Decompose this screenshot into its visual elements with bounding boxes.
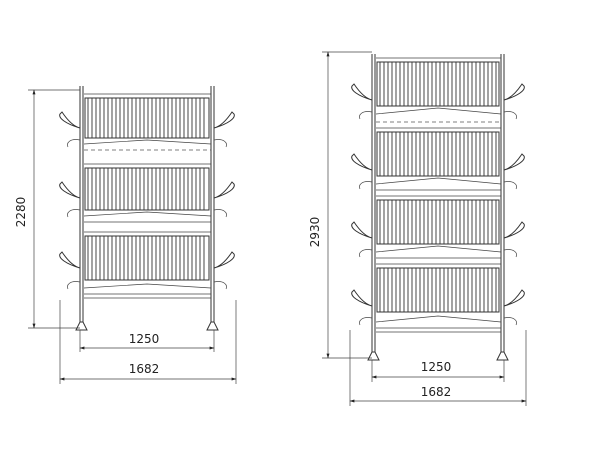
- feeder-trough-left: [351, 83, 373, 101]
- left-rack-foot-right: [206, 321, 219, 331]
- feeder-trough-right: [503, 221, 525, 239]
- right-rack-tier-3: [351, 195, 525, 259]
- egg-tray: [375, 177, 502, 185]
- feeder-trough-right: [503, 153, 525, 171]
- feeder-trough-left: [351, 289, 373, 307]
- egg-tray: [83, 139, 212, 145]
- left-inner-width-label: 1250: [129, 332, 160, 346]
- cage-grid: [87, 98, 205, 138]
- left-rack-foot-left: [75, 321, 88, 331]
- right-rack-tier-2: [351, 127, 525, 191]
- right-rack: 2930 1250 1682: [308, 51, 527, 406]
- feeder-trough-left: [351, 221, 373, 239]
- egg-tray: [375, 107, 502, 115]
- feeder-trough-left: [59, 181, 81, 199]
- cage-grid: [379, 62, 497, 106]
- left-height-label: 2280: [14, 197, 28, 228]
- egg-tray: [375, 245, 502, 253]
- cage-grid: [379, 268, 497, 312]
- cage-grid: [87, 236, 205, 280]
- left-rack-tier-1: [59, 93, 235, 151]
- feeder-trough-right: [503, 83, 525, 101]
- feeder-trough-right: [213, 181, 235, 199]
- right-outer-width-label: 1682: [421, 385, 452, 399]
- left-rack-tier-2: [59, 163, 235, 223]
- cage-grid: [379, 132, 497, 176]
- right-rack-tier-4: [351, 263, 525, 333]
- right-rack-foot-left: [367, 351, 380, 361]
- feeder-trough-left: [59, 111, 81, 129]
- left-rack-tier-3: [59, 231, 235, 299]
- egg-tray: [375, 315, 502, 323]
- left-rack: 2280 1250 1682: [14, 86, 237, 384]
- feeder-trough-right: [213, 111, 235, 129]
- cage-grid: [379, 200, 497, 244]
- right-inner-width-label: 1250: [421, 360, 452, 374]
- feeder-trough-left: [351, 153, 373, 171]
- right-rack-foot-right: [496, 351, 509, 361]
- feeder-trough-right: [213, 251, 235, 269]
- egg-tray: [83, 211, 212, 217]
- egg-tray: [83, 283, 212, 289]
- left-outer-width-label: 1682: [129, 362, 160, 376]
- feeder-trough-right: [503, 289, 525, 307]
- feeder-trough-left: [59, 251, 81, 269]
- right-rack-tier-1: [351, 57, 525, 123]
- right-height-label: 2930: [308, 217, 322, 248]
- cage-grid: [87, 168, 205, 210]
